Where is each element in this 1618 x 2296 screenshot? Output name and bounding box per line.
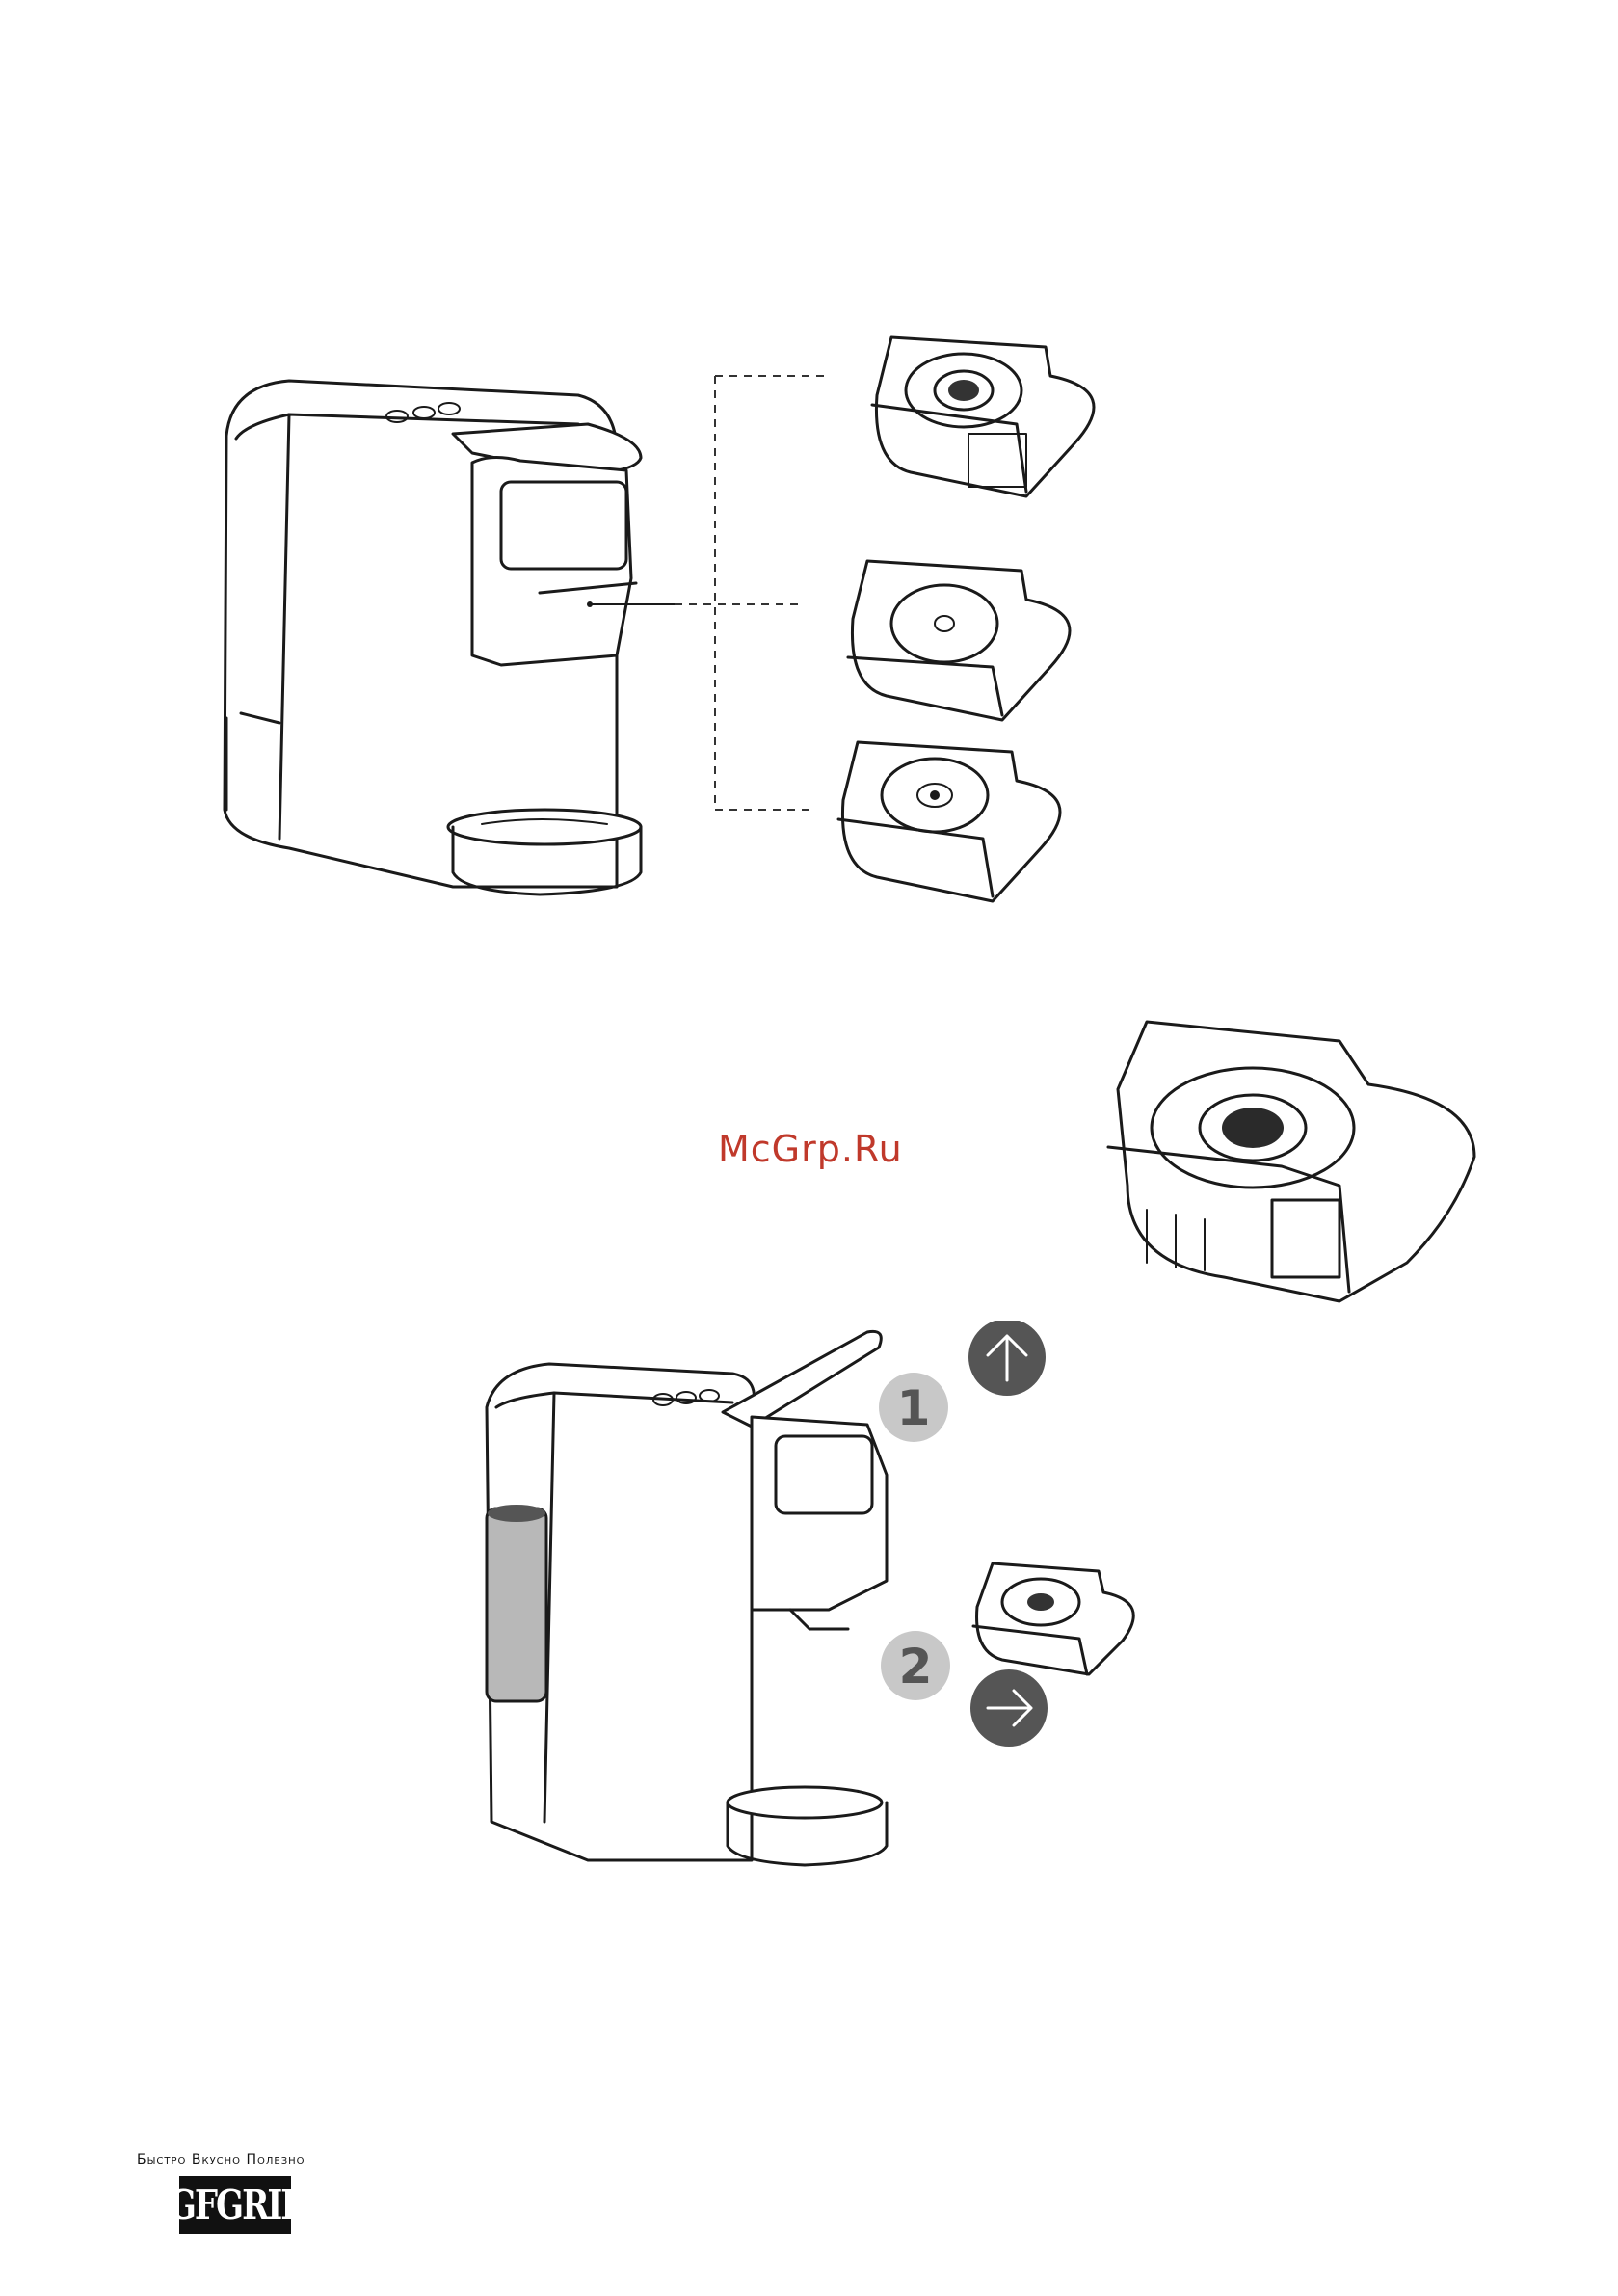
watermark-text: McGrp.Ru (718, 1128, 903, 1170)
capsule-adapter-small (973, 1563, 1133, 1674)
coffee-machine-top-drawing (225, 381, 641, 894)
coffee-machine-illustration-top (0, 0, 1618, 964)
arrow-right-icon (970, 1669, 1048, 1747)
step-1-number: 1 (897, 1380, 931, 1436)
brand-logo: GFGRIL (179, 2176, 291, 2234)
coffee-machine-illustration-bottom: 1 2 (463, 1321, 1156, 1880)
brand-logo-text: GFGRIL (169, 2181, 302, 2229)
step-1-badge: 1 (879, 1373, 948, 1442)
arrow-up-icon (968, 1321, 1046, 1396)
water-tank (487, 1508, 546, 1701)
step-2-badge: 2 (881, 1631, 950, 1700)
capsule-adapter-3 (838, 742, 1060, 901)
capsule-adapter-1 (872, 337, 1094, 496)
capsule-adapter-detail (1089, 1012, 1494, 1321)
brand-tagline: Быстро Вкусно Полезно (137, 2152, 305, 2168)
coffee-machine-bottom-drawing (487, 1331, 887, 1865)
step-2-number: 2 (899, 1639, 933, 1695)
capsule-adapter-2 (848, 561, 1070, 720)
